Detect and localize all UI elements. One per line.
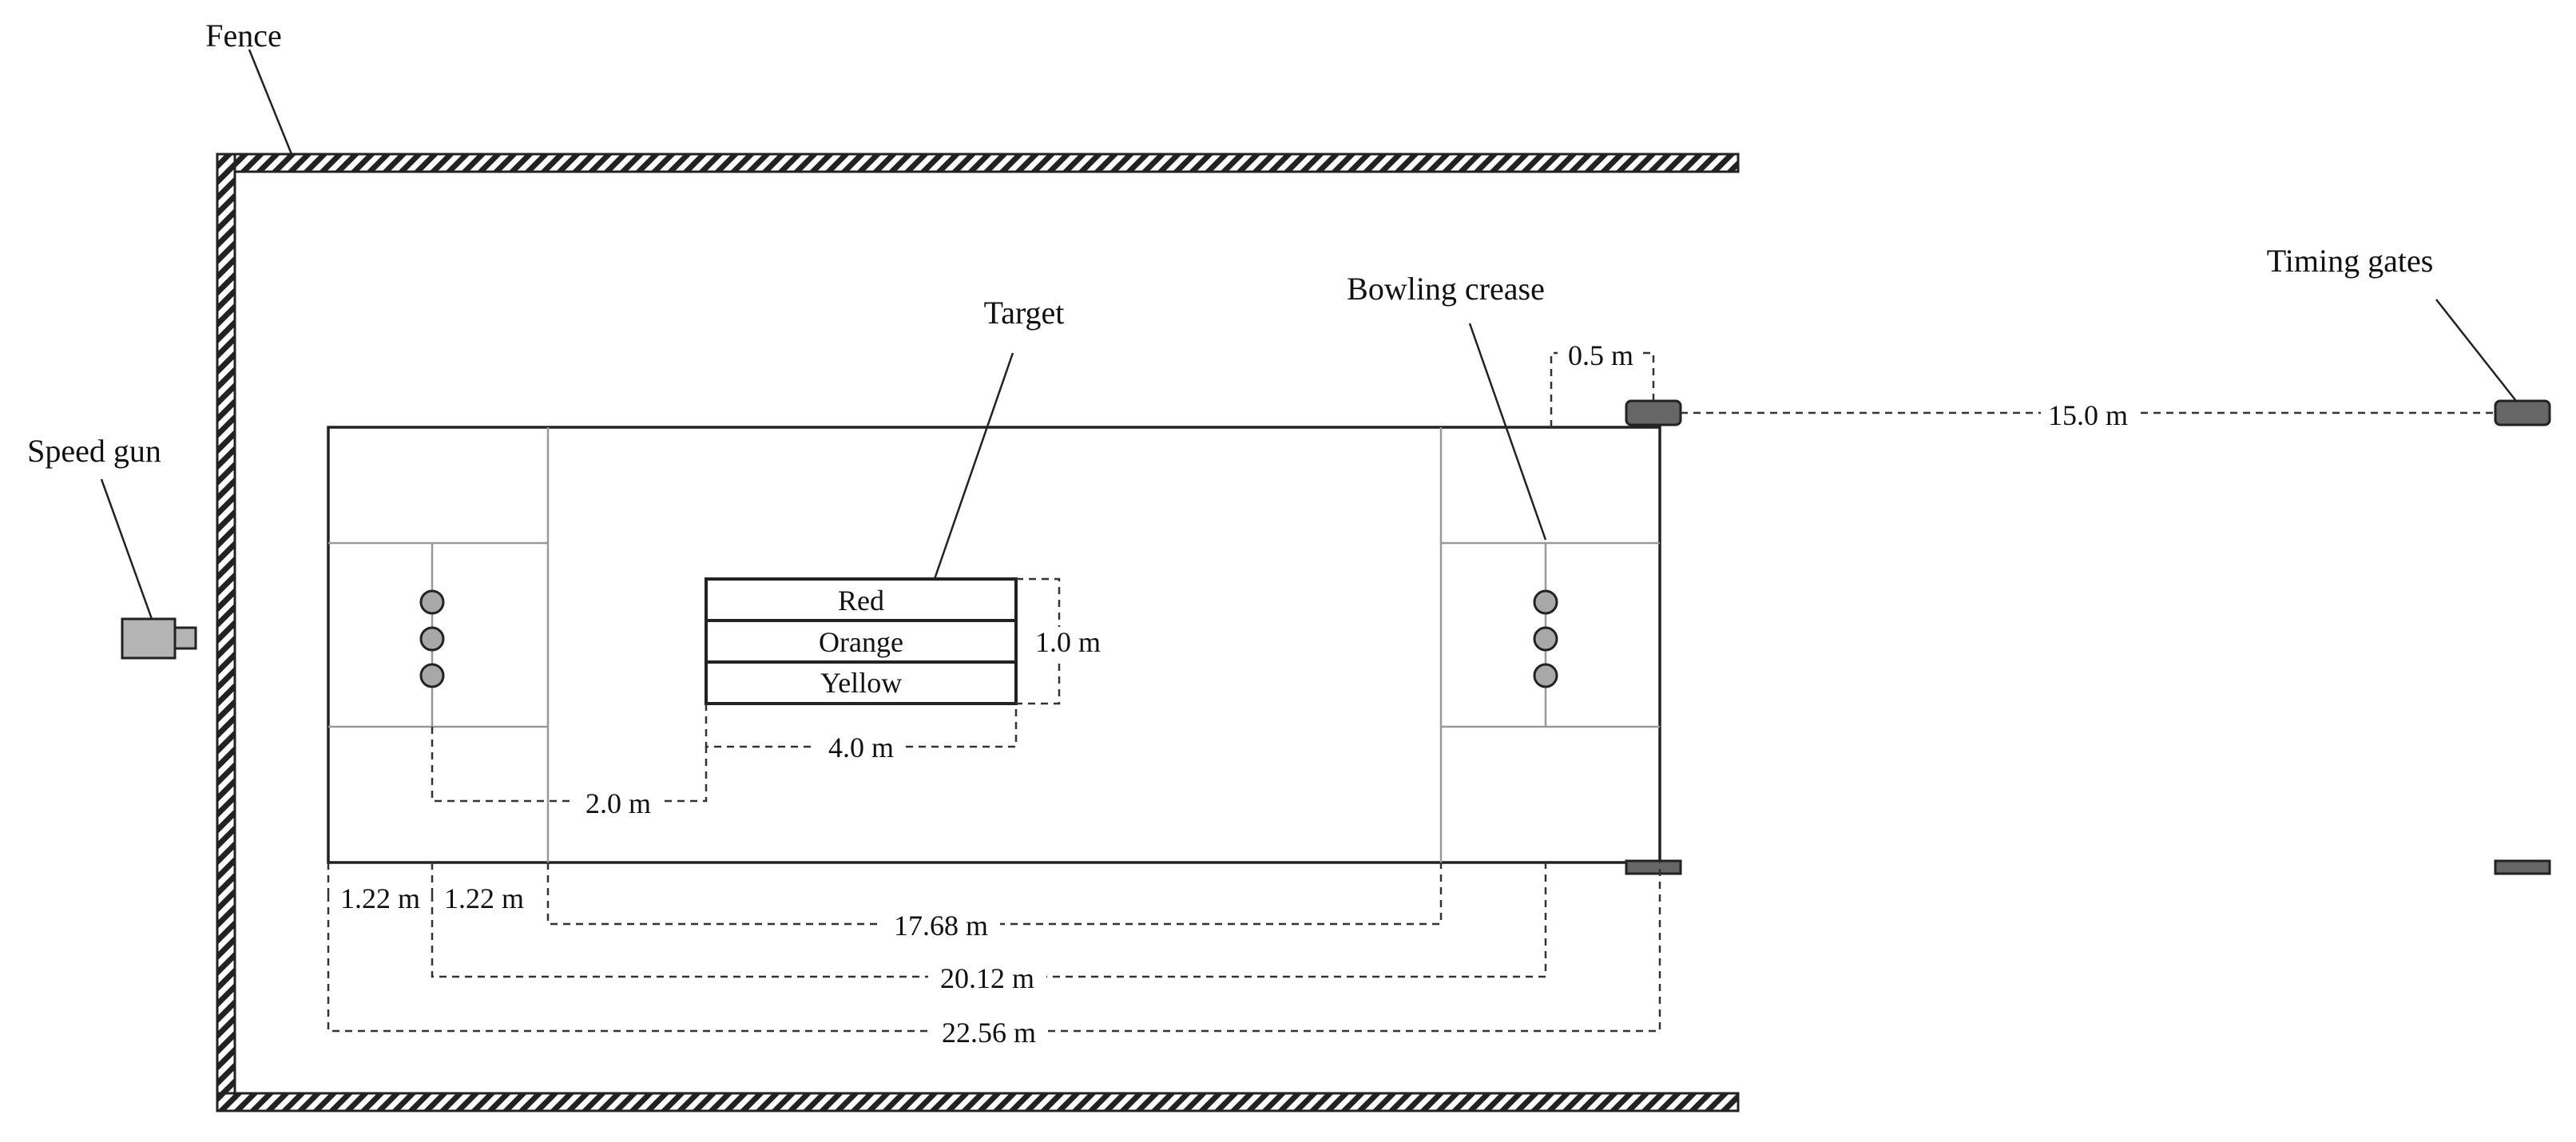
- fence: [216, 153, 1740, 1112]
- dim-label-15m: 15.0 m: [2048, 399, 2128, 431]
- target-zone-orange-label: Orange: [819, 626, 903, 658]
- dim-label-1m: 1.0 m: [1035, 626, 1101, 658]
- stump: [1533, 663, 1558, 688]
- target-zone-red-label: Red: [838, 585, 884, 617]
- timing-gate-near-bottom: [1625, 859, 1682, 875]
- right-stumps: [1533, 589, 1558, 688]
- pitch-outline: [327, 426, 1661, 864]
- speed-gun-lens: [173, 626, 197, 650]
- dim-line-17-68m: [546, 862, 1443, 926]
- fence-label: Fence: [205, 18, 282, 54]
- fence-leader-line: [248, 49, 293, 155]
- target-leader-line: [933, 352, 1014, 580]
- speed-gun-body: [121, 617, 177, 660]
- dimension-labels: 0.5 m 15.0 m 1.0 m 4.0 m 2.0 m 1.22 m 1.…: [340, 339, 2135, 1049]
- speed-gun-label: Speed gun: [27, 433, 161, 469]
- target-zone-yellow: [705, 660, 1018, 705]
- dim-label-20-12m: 20.12 m: [940, 962, 1034, 994]
- left-stumps: [419, 589, 445, 688]
- dim-label-4m: 4.0 m: [828, 732, 894, 763]
- target-zone-red: [705, 577, 1018, 622]
- stump: [419, 663, 445, 688]
- timing-gates-label: Timing gates: [2267, 243, 2434, 279]
- timing-gate-near-top: [1625, 399, 1682, 426]
- timing-gates-leader-line: [2435, 299, 2517, 402]
- dim-line-22-56m: [327, 862, 1661, 1033]
- stump: [1533, 589, 1558, 615]
- bowling-crease-leader-line: [1468, 323, 1547, 541]
- speed-gun-leader-line: [100, 478, 153, 620]
- dimension-lines: [327, 351, 2495, 1033]
- dim-label-17-68m: 17.68 m: [894, 910, 988, 942]
- fence-left: [216, 153, 236, 1112]
- timing-gate-far-top: [2494, 399, 2551, 426]
- target-label: Target: [984, 295, 1065, 331]
- dim-label-22-56m: 22.56 m: [942, 1017, 1036, 1049]
- timing-gates: [1625, 399, 2551, 875]
- dim-label-1-22m-b: 1.22 m: [444, 882, 524, 914]
- fence-top: [216, 153, 1740, 173]
- stump: [419, 589, 445, 615]
- stump: [1533, 626, 1558, 652]
- right-crease-lines: [1439, 427, 1660, 862]
- timing-gate-far-bottom: [2494, 859, 2551, 875]
- fence-bottom: [216, 1092, 1740, 1112]
- speed-gun: [121, 617, 197, 660]
- dim-label-2m: 2.0 m: [585, 787, 651, 819]
- bowling-crease-label: Bowling crease: [1347, 271, 1545, 307]
- target-zone-orange: [705, 619, 1018, 664]
- target-zone-yellow-label: Yellow: [820, 667, 902, 699]
- dim-line-2m: [431, 727, 708, 803]
- target: Red Orange Yellow: [705, 577, 1018, 705]
- dim-label-1-22m-a: 1.22 m: [340, 882, 420, 914]
- dim-label-0-5m: 0.5 m: [1568, 339, 1633, 371]
- stump: [419, 626, 445, 652]
